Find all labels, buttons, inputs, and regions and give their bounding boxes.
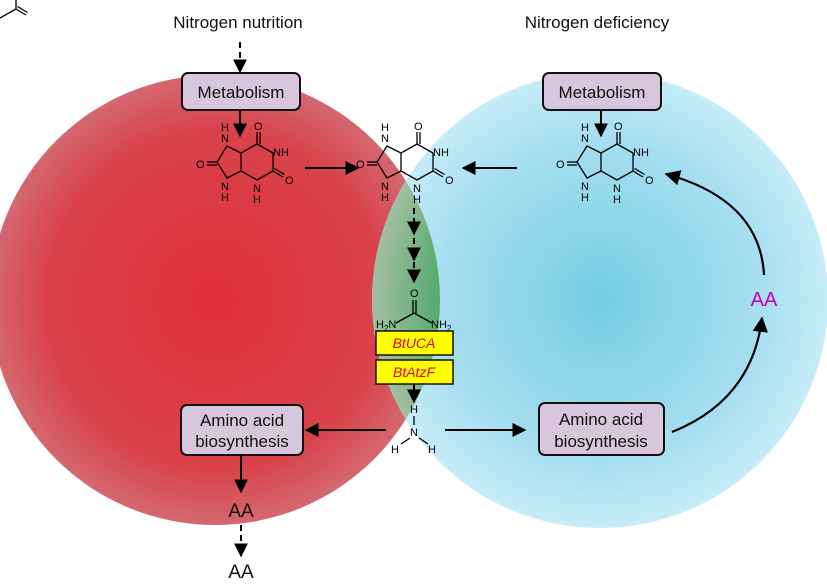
gene-label-btatzf: BtAtzF — [393, 364, 436, 380]
atom-o: O — [356, 159, 365, 171]
atom-h: H — [428, 444, 436, 456]
atom-o: O — [410, 288, 419, 300]
atom-o: O — [196, 159, 205, 171]
urea-molecule: O H2N NH2 — [376, 288, 452, 333]
atom-n: N — [221, 181, 229, 193]
atom-nh: NH — [433, 147, 449, 159]
atom-h: H — [381, 122, 389, 134]
amino-right-line2: biosynthesis — [554, 432, 648, 451]
atom-nh: NH — [633, 147, 649, 159]
nitrogen-deficiency-circle — [372, 72, 827, 528]
gene-box-btatzf: BtAtzF — [375, 359, 454, 385]
amino-acid-box-right: Amino acid biosynthesis — [538, 402, 665, 456]
amino-right-line1: Amino acid — [559, 410, 643, 429]
ammonia-molecule: H N H H — [391, 404, 436, 456]
atom-nh2-right: NH2 — [431, 319, 452, 333]
aa-right: AA — [751, 289, 778, 311]
atom-h: H — [381, 192, 389, 204]
atom-o: O — [414, 121, 423, 133]
atom-n: N — [581, 133, 589, 145]
atom-h: H — [253, 194, 261, 206]
atom-n: N — [413, 183, 421, 195]
atom-o: O — [614, 121, 623, 133]
metabolism-box-right: Metabolism — [542, 72, 662, 111]
atom-n: N — [381, 133, 389, 145]
atom-n: N — [221, 133, 229, 145]
atom-n: N — [613, 183, 621, 195]
atom-n: N — [581, 181, 589, 193]
amino-acid-box-left: Amino acid biosynthesis — [180, 404, 304, 456]
arrow-aa-to-uric-right — [664, 170, 766, 276]
metabolism-left-label: Metabolism — [198, 83, 285, 102]
atom-o: O — [556, 159, 565, 171]
atom-o: O — [285, 175, 294, 187]
atom-nh: NH — [273, 147, 289, 159]
aa-left-1: AA — [228, 501, 254, 522]
atom-n: N — [253, 183, 261, 195]
atom-h: H — [581, 122, 589, 134]
atom-h: H — [221, 122, 229, 134]
atom-n: N — [381, 181, 389, 193]
atom-h: H — [413, 194, 421, 206]
nitrogen-nutrition-circle — [0, 75, 440, 525]
atom-h: H — [391, 444, 399, 456]
gene-label-btuca: BtUCA — [393, 335, 436, 351]
atom-o: O — [254, 121, 263, 133]
metabolism-right-label: Metabolism — [559, 83, 646, 102]
amino-left-line1: Amino acid — [200, 411, 284, 430]
title-nitrogen-deficiency: Nitrogen deficiency — [525, 13, 670, 32]
arrow-amino-right-to-aa — [671, 316, 768, 434]
atom-o: O — [645, 175, 654, 187]
atom-h: H — [613, 194, 621, 206]
aa-left-2: AA — [228, 562, 254, 583]
atom-o: O — [445, 175, 454, 187]
amino-left-line2: biosynthesis — [195, 432, 289, 451]
gene-box-btuca: BtUCA — [375, 330, 454, 356]
uric-acid-molecule — [0, 0, 28, 19]
atom-n: N — [410, 427, 418, 439]
atom-h: H — [221, 192, 229, 204]
title-nitrogen-nutrition: Nitrogen nutrition — [173, 13, 302, 32]
atom-h: H — [410, 404, 418, 416]
atom-nh2-left: H2N — [376, 319, 396, 333]
metabolism-box-left: Metabolism — [181, 72, 301, 111]
atom-h: H — [581, 192, 589, 204]
